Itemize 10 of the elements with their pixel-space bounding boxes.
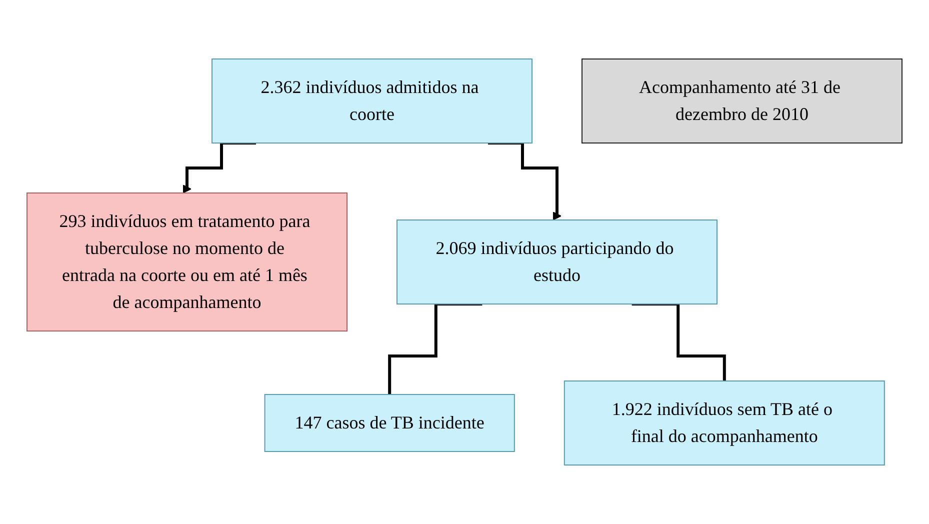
node-box: 147 casos de TB incidente (264, 394, 515, 452)
arrow (488, 142, 562, 220)
node-box: 1.922 indivíduos sem TB até o final do acompanhamento (564, 380, 885, 466)
node-box: Acompanhamento até 31 de dezembro de 2010 (582, 58, 902, 144)
connector (388, 302, 482, 396)
node-box: 2.069 indivíduos participando do estudo (396, 220, 718, 304)
node-box: 293 indivíduos em tratamento para tuberculose no momento de entrada na coorte ou em até 1 mês de acompanhamento (26, 192, 348, 332)
connector (632, 302, 726, 382)
arrow (182, 142, 256, 194)
node-box: 2.362 indivíduos admitidos na coorte (212, 58, 532, 144)
